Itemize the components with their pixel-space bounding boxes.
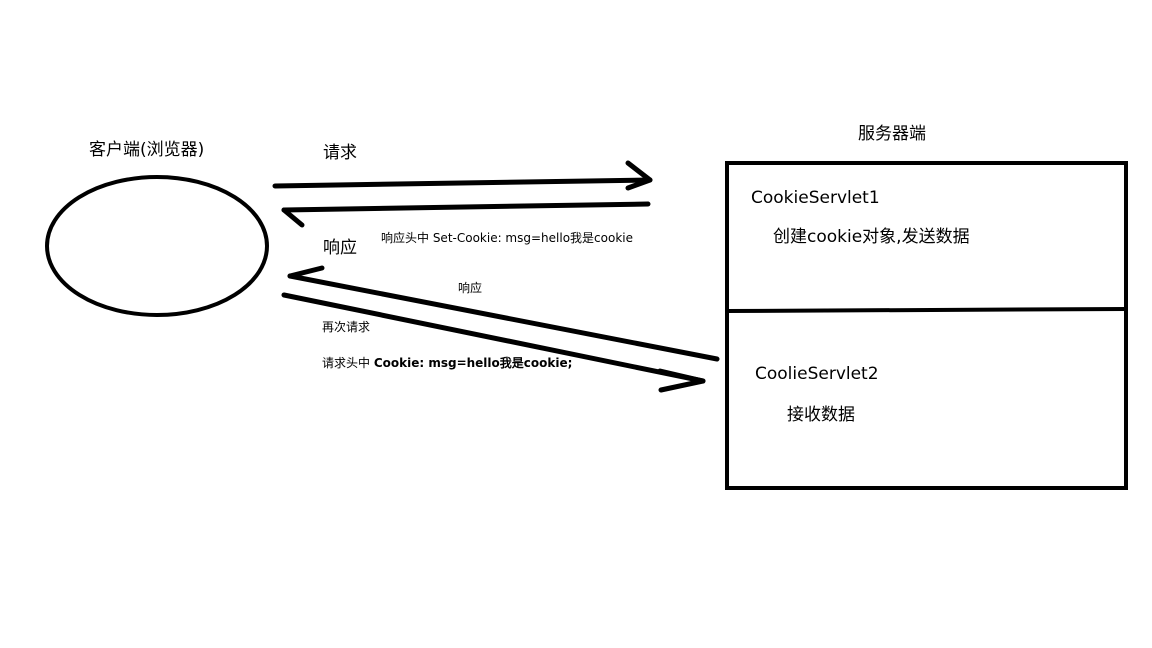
server-box bbox=[725, 161, 1128, 490]
second-response-arrow bbox=[287, 265, 720, 362]
request-label: 请求 bbox=[323, 143, 357, 163]
request-header-note: 请求头中 Cookie: msg=hello我是cookie; bbox=[322, 357, 572, 369]
servlet1-action: 创建cookie对象,发送数据 bbox=[773, 227, 970, 247]
response-arrow bbox=[281, 201, 651, 228]
response-label: 响应 bbox=[323, 238, 357, 258]
server-divider bbox=[726, 307, 1127, 313]
servlet2-name: CoolieServlet2 bbox=[755, 364, 879, 384]
request-header-value: Cookie: msg=hello我是cookie; bbox=[373, 356, 573, 370]
client-title: 客户端(浏览器) bbox=[89, 140, 205, 160]
second-request-label: 再次请求 bbox=[322, 320, 371, 334]
server-title: 服务器端 bbox=[858, 124, 926, 144]
client-ellipse bbox=[45, 175, 269, 317]
second-response-label: 响应 bbox=[458, 281, 483, 295]
servlet1-name: CookieServlet1 bbox=[751, 188, 880, 208]
request-arrow bbox=[272, 160, 653, 191]
servlet2-action: 接收数据 bbox=[787, 405, 855, 425]
second-request-arrow bbox=[281, 292, 706, 393]
response-header-note: 响应头中 Set-Cookie: msg=hello我是cookie bbox=[381, 231, 633, 245]
request-header-prefix: 请求头中 bbox=[322, 356, 374, 370]
